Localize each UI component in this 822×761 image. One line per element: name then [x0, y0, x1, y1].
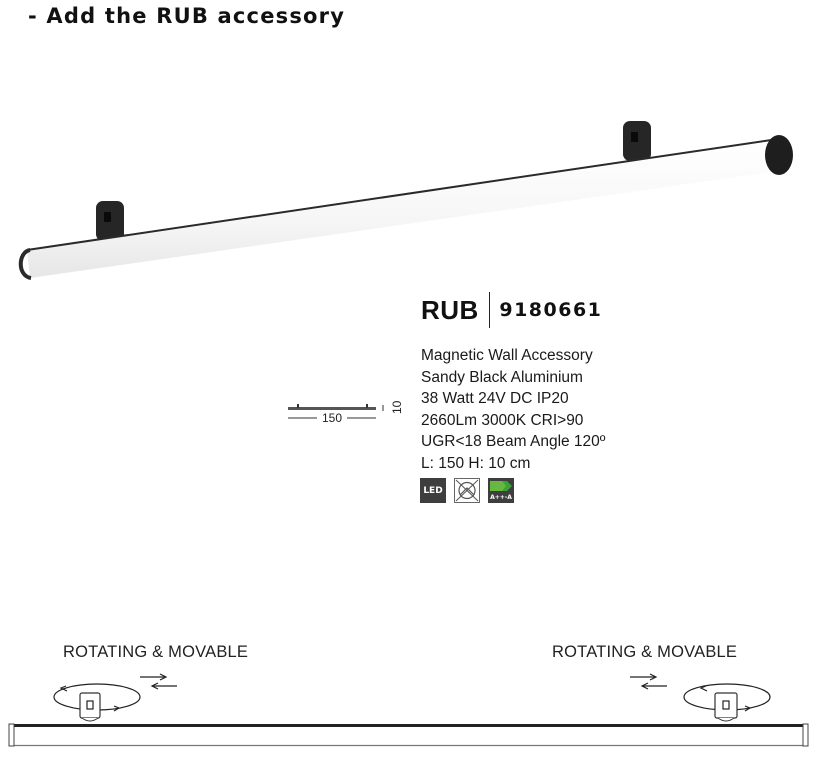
spec-line: 38 Watt 24V DC IP20	[421, 390, 569, 407]
energy-class-icon: A++-A	[488, 478, 514, 503]
rotation-diagram	[8, 673, 809, 747]
fixture-side-view	[8, 723, 809, 747]
led-badge-label: LED	[423, 485, 443, 496]
rotating-label-left: ROTATING & MOVABLE	[63, 643, 249, 661]
page-heading: - Add the RUB accessory	[28, 4, 346, 28]
model-name: RUB	[421, 294, 479, 325]
rotating-label-right: ROTATING & MOVABLE	[552, 643, 738, 661]
move-arrows-right	[630, 673, 667, 690]
wall-mount-left	[96, 201, 124, 241]
spec-list: Magnetic Wall Accessory Sandy Black Alum…	[421, 345, 605, 474]
rotation-indicator-left	[53, 683, 141, 722]
product-code: 9180661	[499, 299, 603, 321]
dimension-height: 10	[390, 400, 404, 414]
led-icon: LED	[420, 478, 446, 503]
spec-line: UGR<18 Beam Angle 120º	[421, 433, 606, 450]
title-divider	[488, 292, 491, 328]
move-arrows-left	[140, 673, 177, 690]
energy-class-label: A++-A	[490, 494, 512, 501]
rotation-indicator-right	[683, 683, 771, 722]
spec-line: Magnetic Wall Accessory	[421, 347, 593, 364]
spec-line: 2660Lm 3000K CRI>90	[421, 411, 584, 429]
wall-mount-right	[623, 121, 651, 161]
product-image	[18, 121, 793, 280]
light-tube	[27, 139, 784, 278]
not-dimmable-icon	[454, 478, 480, 503]
spec-line: L: 150 H: 10 cm	[421, 454, 531, 472]
spec-line: Sandy Black Aluminium	[421, 368, 583, 386]
dimension-length: 150	[322, 411, 343, 425]
product-title: RUB 9180661	[421, 292, 602, 328]
feature-badges: LED A++-A	[420, 478, 514, 503]
dimension-drawing	[288, 404, 384, 419]
end-cap-right	[765, 135, 793, 175]
